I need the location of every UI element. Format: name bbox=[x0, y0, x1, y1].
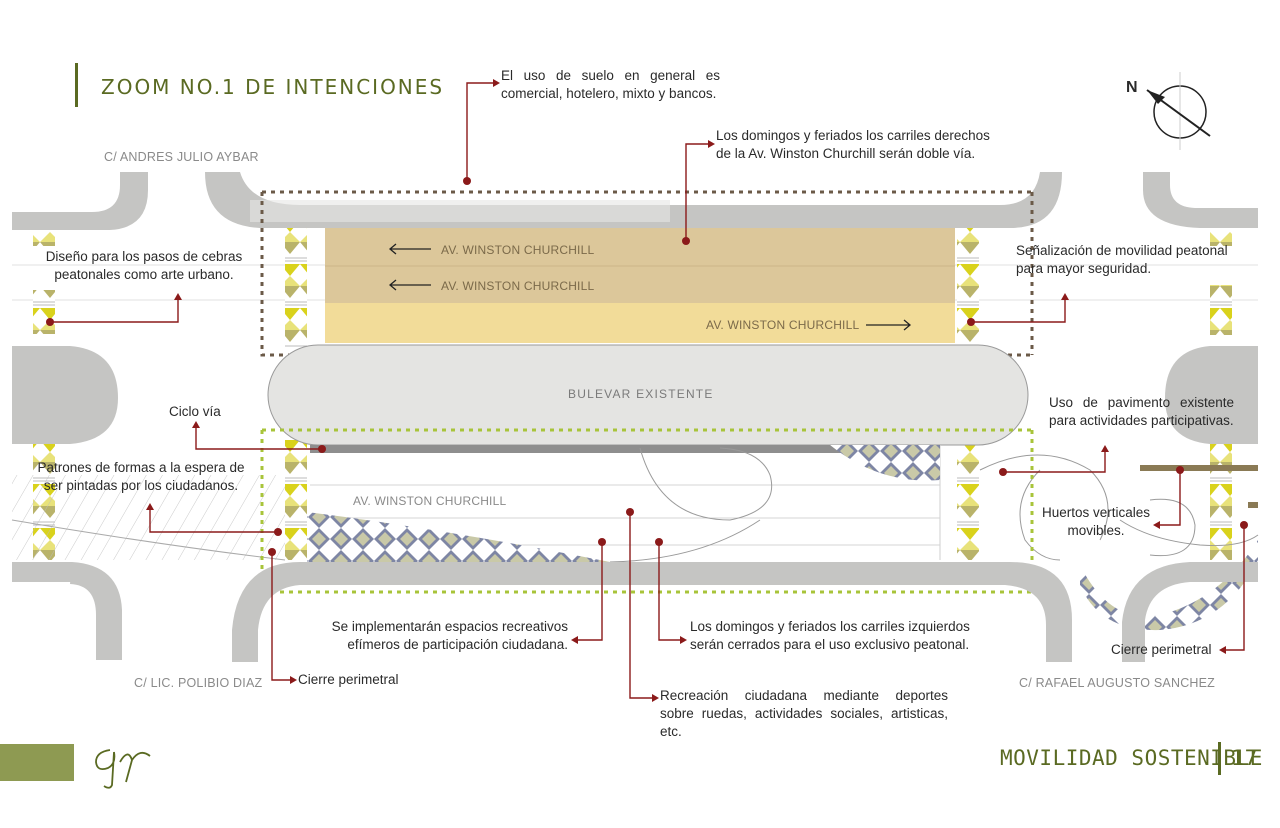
compass-label: N bbox=[1126, 79, 1138, 96]
curb-bottom-main bbox=[232, 562, 1072, 662]
annotation-patterns: Patrones de formas a la espera de ser pi… bbox=[33, 459, 249, 495]
footer-divider bbox=[1218, 742, 1221, 775]
lane-1-label: AV. WINSTON CHURCHILL bbox=[441, 243, 595, 257]
zebra-far-right-2 bbox=[1210, 440, 1232, 560]
lane-1 bbox=[325, 228, 955, 266]
curb-bottom-left-corner bbox=[70, 562, 122, 660]
annotation-perimeter-right: Cierre perimetral bbox=[1111, 642, 1212, 657]
footer-section-title: MOVILIDAD SOSTENIBLE bbox=[1000, 746, 1263, 770]
lane-bike bbox=[310, 445, 940, 453]
boulevard-label: BULEVAR EXISTENTE bbox=[568, 387, 714, 401]
garden-bar-1 bbox=[1140, 465, 1258, 471]
annotation-ephemeral: Se implementarán espacios recreativos ef… bbox=[318, 618, 568, 654]
annotation-line: Los domingos y feriados los carriles izq… bbox=[690, 619, 970, 634]
annotation-line: Uso de pavimento existente bbox=[1049, 395, 1234, 410]
page-number: 17 bbox=[1231, 746, 1258, 770]
annotation-line: efímeros de participación ciudadana. bbox=[347, 637, 568, 652]
annotation-line: ser pintadas por los ciudadanos. bbox=[43, 478, 239, 493]
annotation-sundays-right: Los domingos y feriados los carriles der… bbox=[716, 127, 1016, 163]
annotation-bike-lane: Ciclo vía bbox=[169, 404, 221, 419]
annotation-line: comercial, hotelero, mixto y bancos. bbox=[501, 86, 717, 101]
signature-mark bbox=[95, 749, 151, 789]
hatch-pattern bbox=[12, 475, 285, 560]
annotation-line: para mayor seguridad. bbox=[1016, 261, 1152, 276]
annotation-vertical-gardens: Huertos verticales movibles. bbox=[1036, 504, 1156, 540]
annotation-recreation: Recreación ciudadana mediante deportes s… bbox=[660, 687, 948, 741]
lane-3 bbox=[325, 303, 955, 343]
street-bottom-left: C/ LIC. POLIBIO DIAZ bbox=[134, 676, 263, 690]
annotation-line: El uso de suelo en general es bbox=[501, 68, 720, 83]
lane-4-label: AV. WINSTON CHURCHILL bbox=[353, 494, 507, 508]
diamond-pattern-left bbox=[307, 512, 610, 562]
zebra-right bbox=[957, 228, 979, 348]
zebra-left-2 bbox=[285, 440, 307, 560]
diamond-pattern-right bbox=[830, 445, 940, 481]
block-right bbox=[1165, 346, 1258, 444]
block-left bbox=[12, 346, 118, 444]
compass-icon bbox=[1146, 72, 1211, 150]
zebra-left bbox=[285, 228, 307, 348]
annotation-crosswalks: Diseño para los pasos de cebras peatonal… bbox=[38, 248, 250, 284]
annotation-line: etc. bbox=[660, 724, 682, 739]
annotation-line: Patrones de formas a la espera de bbox=[37, 460, 245, 475]
lane-2-label: AV. WINSTON CHURCHILL bbox=[441, 279, 595, 293]
annotation-line: Señalización de movilidad peatonal bbox=[1016, 243, 1228, 258]
annotation-line: Recreación ciudadana mediante deportes bbox=[660, 688, 948, 703]
annotation-signage: Señalización de movilidad peatonal para … bbox=[1016, 242, 1246, 278]
annotation-line: Diseño para los pasos de cebras bbox=[45, 249, 243, 264]
curb-bottom-left bbox=[12, 562, 72, 582]
lane-3-label: AV. WINSTON CHURCHILL bbox=[706, 318, 860, 332]
street-bottom-right: C/ RAFAEL AUGUSTO SANCHEZ bbox=[1019, 676, 1216, 690]
title-bar bbox=[75, 63, 78, 107]
zebra-far-right bbox=[1210, 285, 1232, 335]
curb-top-left bbox=[12, 172, 148, 230]
annotation-perimeter-left: Cierre perimetral bbox=[298, 672, 399, 687]
annotation-line: serán cerrados para el uso exclusivo pea… bbox=[690, 637, 970, 652]
page-title: ZOOM NO.1 DE INTENCIONES bbox=[101, 75, 445, 99]
annotation-land-use: El uso de suelo en general es comercial,… bbox=[501, 67, 720, 103]
annotation-line: sobre ruedas, actividades sociales, arti… bbox=[660, 706, 948, 721]
curb-top-right bbox=[1143, 172, 1258, 228]
annotation-line: Los domingos y feriados los carriles der… bbox=[716, 128, 990, 143]
annotation-pavement: Uso de pavimento existente para activida… bbox=[1049, 394, 1249, 430]
footer-block bbox=[0, 744, 74, 781]
annotation-line: para actividades participativas. bbox=[1049, 413, 1234, 428]
curb-bottom-right bbox=[1122, 562, 1258, 662]
annotation-line: de la Av. Winston Churchill serán doble … bbox=[716, 146, 976, 161]
annotation-line: Huertos verticales bbox=[1041, 505, 1151, 520]
zebra-right-2 bbox=[957, 440, 979, 560]
street-top-left: C/ ANDRES JULIO AYBAR bbox=[104, 150, 259, 164]
diamond-pattern-curve bbox=[1080, 540, 1258, 631]
annotation-sundays-left: Los domingos y feriados los carriles izq… bbox=[690, 618, 990, 654]
annotation-line: peatonales como arte urbano. bbox=[54, 267, 234, 282]
annotation-line: Se implementarán espacios recreativos bbox=[331, 619, 568, 634]
annotation-line: movibles. bbox=[1067, 523, 1125, 538]
garden-bar-2 bbox=[1248, 502, 1258, 508]
zebra-far-left bbox=[33, 290, 55, 334]
